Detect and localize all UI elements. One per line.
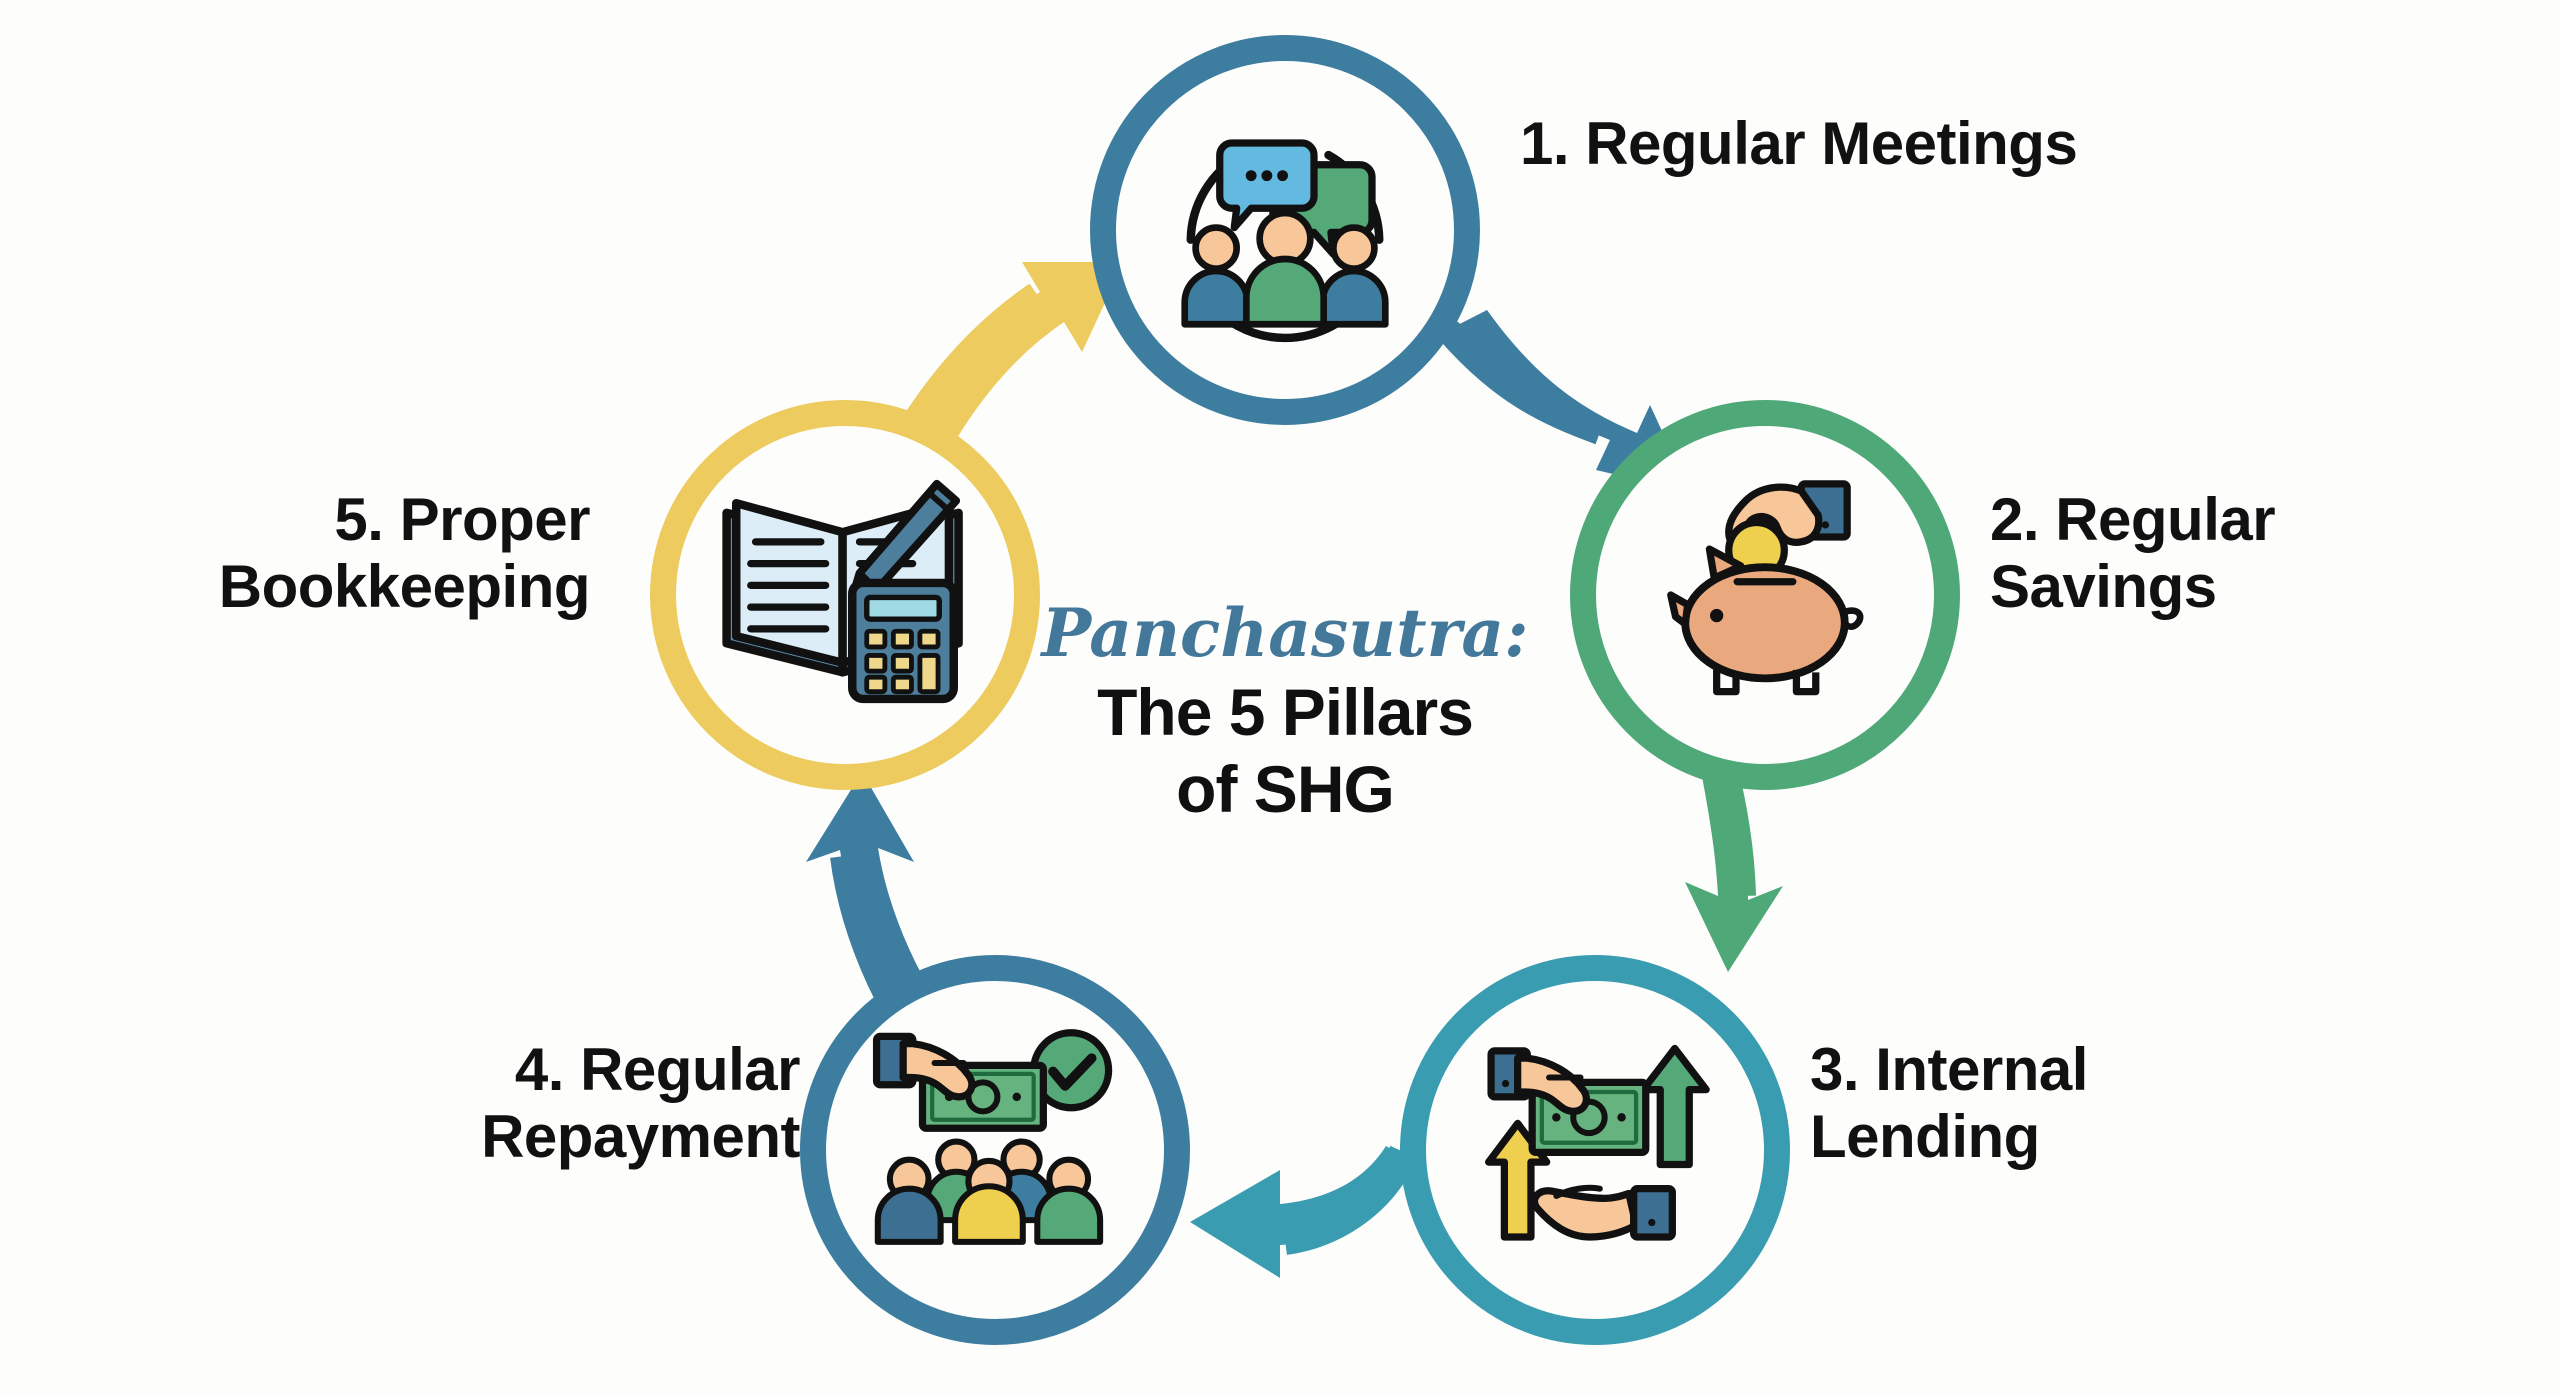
arrow-meetings-to-savings [1438,310,1690,492]
center-script-title: Panchasutra: [1041,594,1529,672]
arrow-bookkeeping-to-meetings [893,262,1124,450]
money-exchange-hands-icon [1450,1005,1740,1295]
piggy-bank-savings-icon [1620,450,1910,740]
pillar-label-regular-meetings: 1. Regular Meetings [1520,110,2078,177]
pillar-label-regular-savings: 2. Regular Savings [1990,486,2276,621]
pillar-label-internal-lending: 3. Internal Lending [1810,1036,2088,1171]
pillar-label-proper-bookkeeping: 5. Proper Bookkeeping [218,486,591,621]
arrow-lending-to-repayment [1190,1145,1418,1278]
ledger-book-calculator-icon [700,450,990,740]
center-main-title: The 5 Pillars of SHG [1097,675,1474,826]
repayment-checkmark-group-icon [850,1005,1140,1295]
center-title-block: Panchasutra: The 5 Pillars of SHG [1000,600,1570,827]
pillar-label-regular-repayment: 4. Regular Repayment [481,1036,800,1171]
group-meeting-icon [1140,85,1430,375]
